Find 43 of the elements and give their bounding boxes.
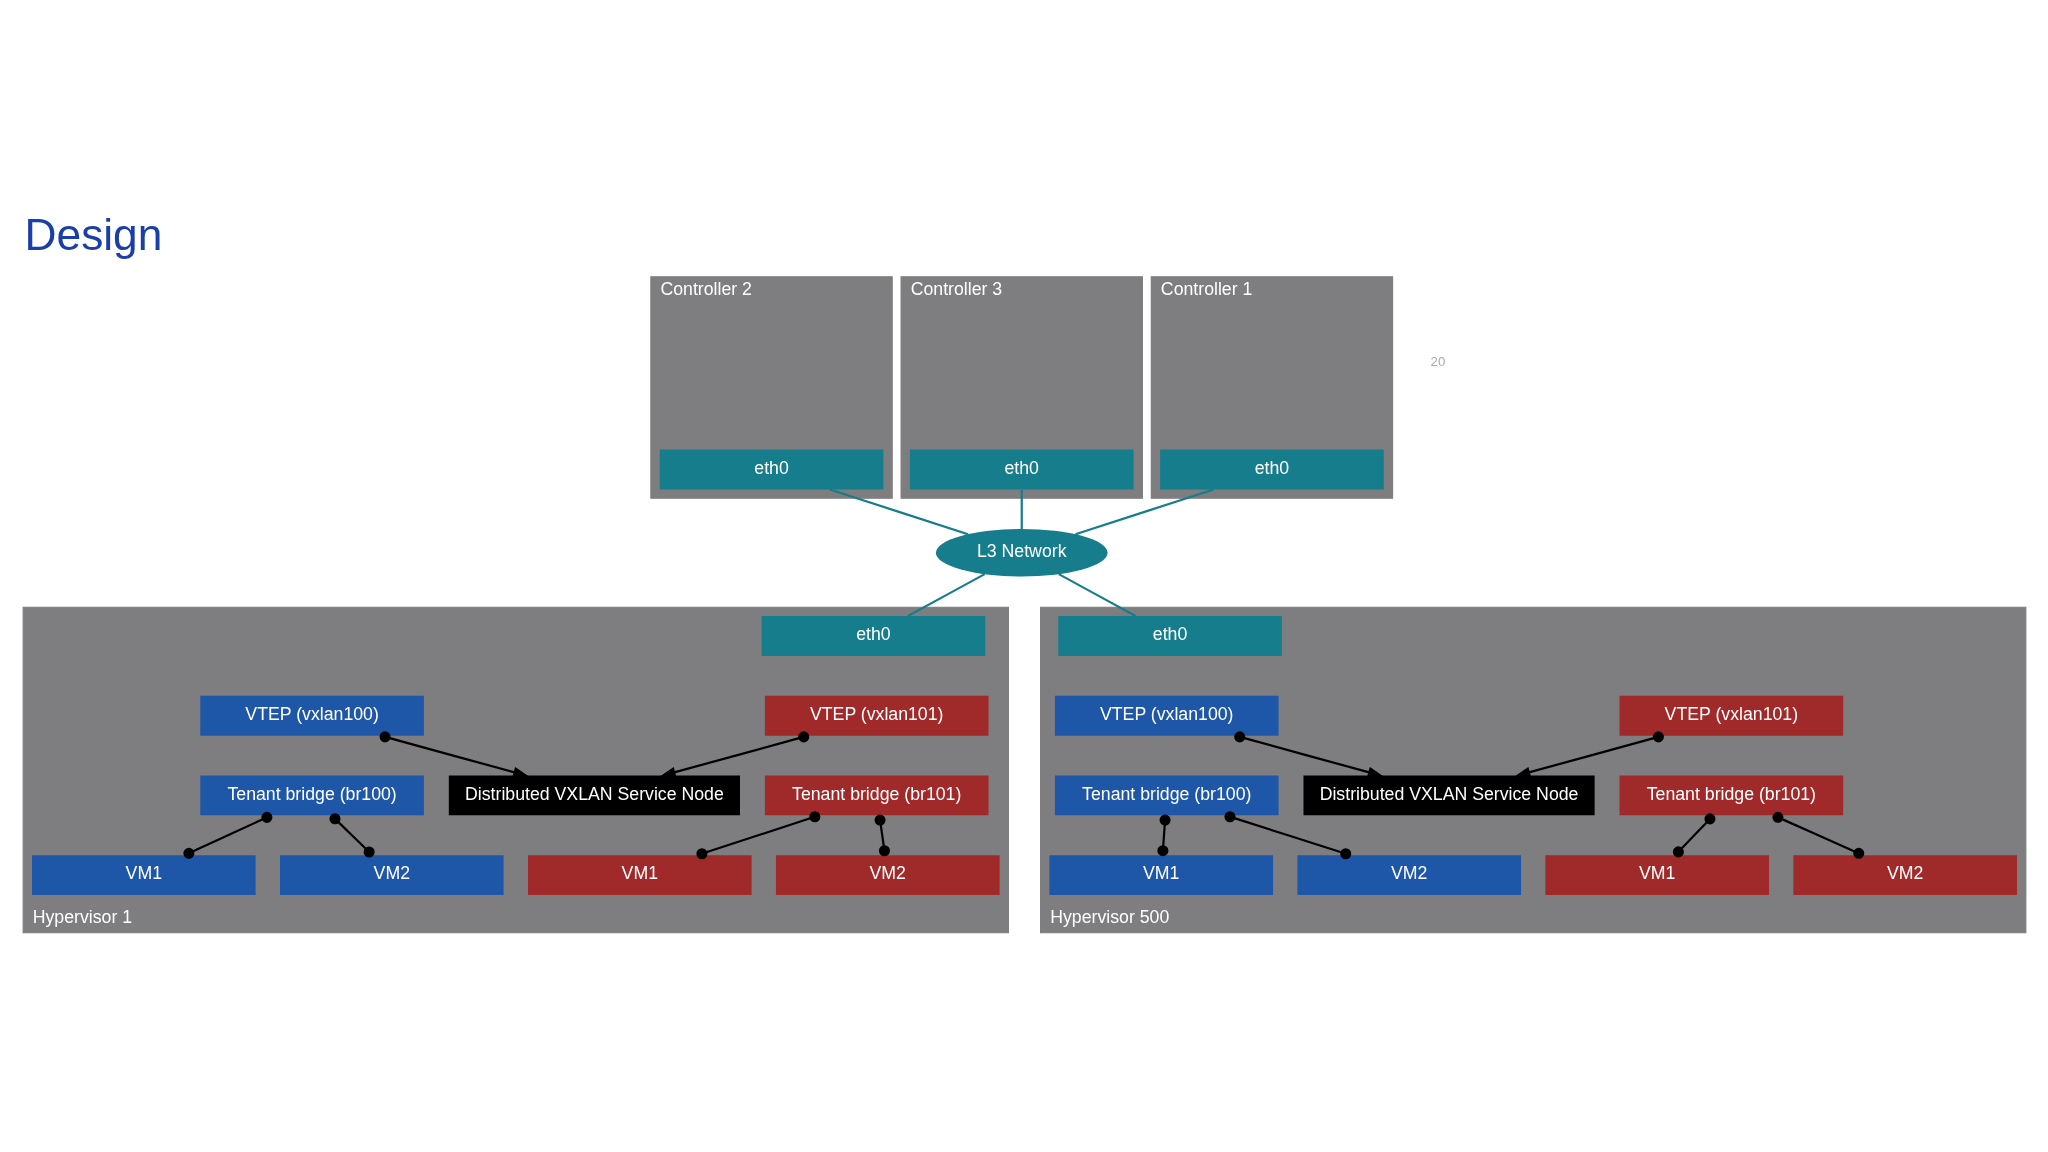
connector bbox=[1156, 814, 1171, 857]
node-box: VM2 bbox=[775, 855, 1000, 896]
connector bbox=[906, 573, 985, 617]
node-box: eth0 bbox=[761, 616, 985, 656]
node-box: VTEP (vxlan101) bbox=[764, 695, 988, 736]
node-ellipse: L3 Network bbox=[935, 529, 1108, 577]
node-box: Distributed VXLAN Service Node bbox=[448, 775, 740, 816]
node-box: VM1 bbox=[1048, 855, 1273, 896]
node-box: Tenant bridge (br101) bbox=[764, 775, 988, 816]
connector bbox=[182, 811, 272, 859]
node-box: VTEP (vxlan101) bbox=[1619, 695, 1843, 736]
node-box: eth0 bbox=[909, 449, 1134, 490]
node-box: eth0 bbox=[659, 449, 883, 490]
arrow bbox=[1514, 731, 1664, 778]
connector bbox=[1074, 488, 1214, 536]
node-box: Tenant bridge (br101) bbox=[1619, 775, 1843, 816]
connector bbox=[829, 488, 968, 536]
node-box: Distributed VXLAN Service Node bbox=[1303, 775, 1595, 816]
node-box: eth0 bbox=[1057, 616, 1282, 656]
connector bbox=[328, 813, 375, 858]
arrow bbox=[379, 731, 529, 778]
node-box: VM2 bbox=[1792, 855, 2017, 896]
arrow bbox=[1233, 731, 1383, 778]
connector bbox=[874, 814, 890, 857]
node-box: VM2 bbox=[1296, 855, 1521, 896]
node-box: VM1 bbox=[527, 855, 752, 896]
connector bbox=[1020, 489, 1023, 530]
label: 20 bbox=[1430, 353, 1445, 369]
connector bbox=[1771, 811, 1864, 859]
node-box: Tenant bridge (br100) bbox=[1054, 775, 1279, 816]
node-box: VM2 bbox=[279, 855, 504, 896]
connector bbox=[1223, 811, 1351, 860]
connector bbox=[695, 811, 820, 860]
node-box: VTEP (vxlan100) bbox=[1054, 695, 1279, 736]
node-box: eth0 bbox=[1159, 449, 1384, 490]
node-box: VM1 bbox=[1544, 855, 1769, 896]
node-box: VTEP (vxlan100) bbox=[199, 695, 424, 736]
diagram-title: Design bbox=[24, 210, 162, 260]
node-box: VM1 bbox=[31, 855, 256, 896]
arrow bbox=[659, 731, 809, 778]
connector bbox=[1672, 813, 1715, 858]
node-box: Tenant bridge (br100) bbox=[199, 775, 424, 816]
connector bbox=[1057, 573, 1136, 617]
